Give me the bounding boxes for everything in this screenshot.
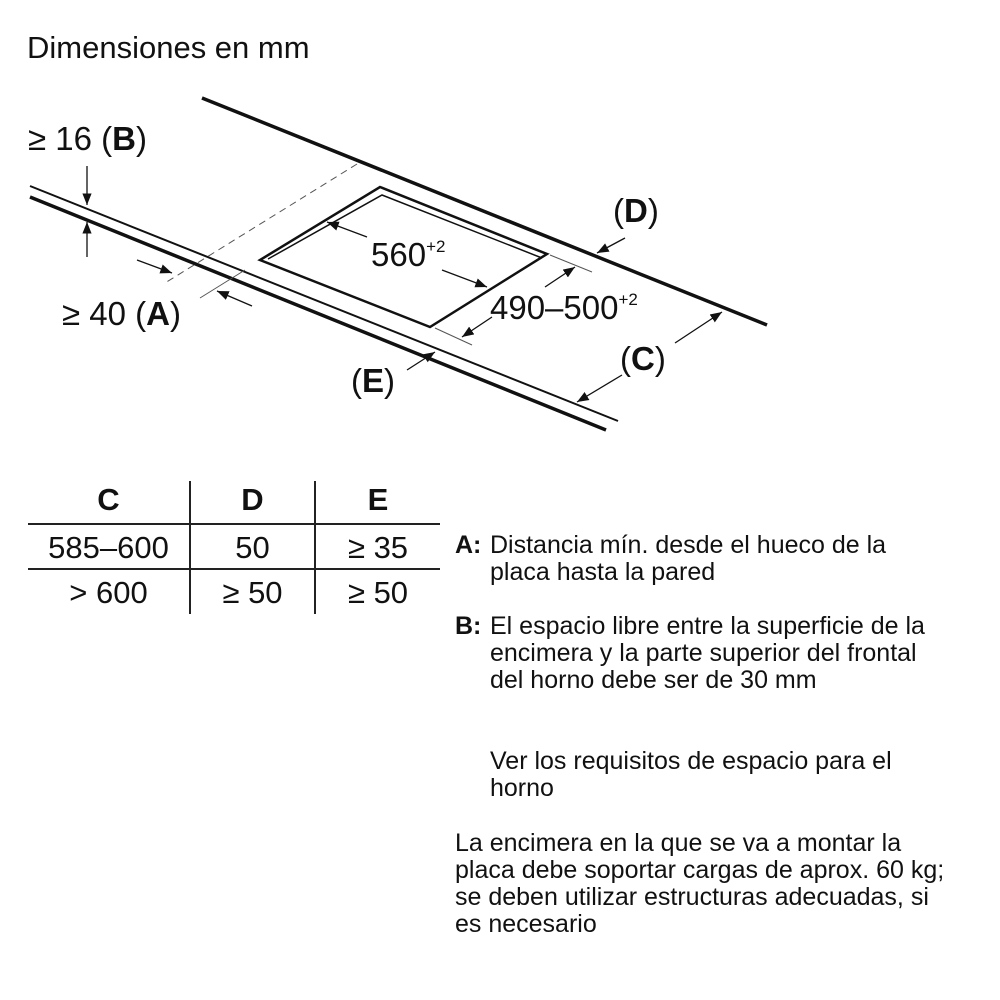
arrow-560-right: [441, 269, 488, 288]
arrow-490-top: [544, 266, 576, 288]
table-cell: > 600: [69, 575, 148, 610]
legend-key: B:: [455, 612, 482, 640]
arrow-e: [406, 351, 436, 371]
legend-text: placa hasta la pared: [490, 558, 716, 586]
legend-text: encimera y la parte superior del frontal: [490, 639, 917, 667]
arrow-d: [596, 237, 626, 254]
note-text: se deben utilizar estructuras adecuadas,…: [455, 883, 929, 911]
label-b: ≥ 16 (B): [28, 120, 147, 157]
dashed-extension-line: [164, 163, 358, 284]
arrow-560-left: [326, 221, 368, 238]
note-text: es necesario: [455, 910, 597, 938]
table-divider: [314, 481, 316, 614]
wall-line: [201, 96, 768, 327]
note-text: placa debe soportar cargas de aprox. 60 …: [455, 856, 945, 884]
label-a: ≥ 40 (A): [62, 295, 181, 332]
legend-a: A: Distancia mín. desde el hueco de la p…: [455, 532, 886, 586]
extension-line-bottom: [434, 327, 473, 346]
counter-front-edge-bottom: [29, 195, 607, 432]
table-header: E: [367, 482, 389, 517]
arrow-c-top: [674, 311, 723, 344]
table-divider: [28, 568, 440, 570]
note-text: La encimera en la que se va a montar la: [455, 829, 902, 857]
table-cell: 585–600: [48, 530, 169, 565]
arrow-490-bottom: [461, 316, 493, 338]
depth-label: 490–500+2: [490, 289, 638, 326]
legend-b: B: El espacio libre entre la superficie …: [455, 613, 925, 694]
oven-note: Ver los requisitos de espacio para el ho…: [455, 748, 892, 802]
label-c: (C): [620, 340, 666, 377]
legend-text: Distancia mín. desde el hueco de la: [490, 531, 887, 559]
label-e: (E): [351, 362, 395, 399]
table-divider: [28, 523, 440, 525]
note-text: horno: [490, 774, 554, 802]
arrow-a-left: [136, 259, 173, 274]
legend-text: El espacio libre entre la superficie de …: [490, 612, 925, 640]
table-cell: ≥ 50: [222, 575, 283, 610]
cutout-diagram: ≥ 16 (B) ≥ 40 (A) 560+2 490–500+2 (D) (C…: [28, 96, 768, 432]
arrow-c-bottom: [576, 374, 623, 403]
table-cell: ≥ 50: [347, 575, 409, 610]
cutout-outline: [257, 185, 550, 329]
table-divider: [189, 481, 191, 614]
counter-front-edge-top: [29, 185, 619, 422]
extension-line-a: [199, 269, 246, 299]
legend-key: A:: [455, 531, 482, 559]
page-title: Dimensiones en mm: [27, 30, 310, 65]
note-text: Ver los requisitos de espacio para el: [490, 747, 892, 775]
arrow-a-right: [216, 290, 253, 307]
label-d: (D): [613, 192, 659, 229]
cutout-inner-edge: [267, 194, 543, 260]
extension-line-right: [549, 254, 593, 273]
table-cell: ≥ 35: [347, 530, 409, 565]
table-cell: 50: [235, 530, 270, 565]
table-header: C: [97, 482, 120, 517]
legend-text: del horno debe ser de 30 mm: [490, 666, 817, 694]
table-header: D: [241, 482, 264, 517]
width-label: 560+2: [371, 236, 445, 273]
load-note: La encimera en la que se va a montar la …: [455, 830, 995, 938]
